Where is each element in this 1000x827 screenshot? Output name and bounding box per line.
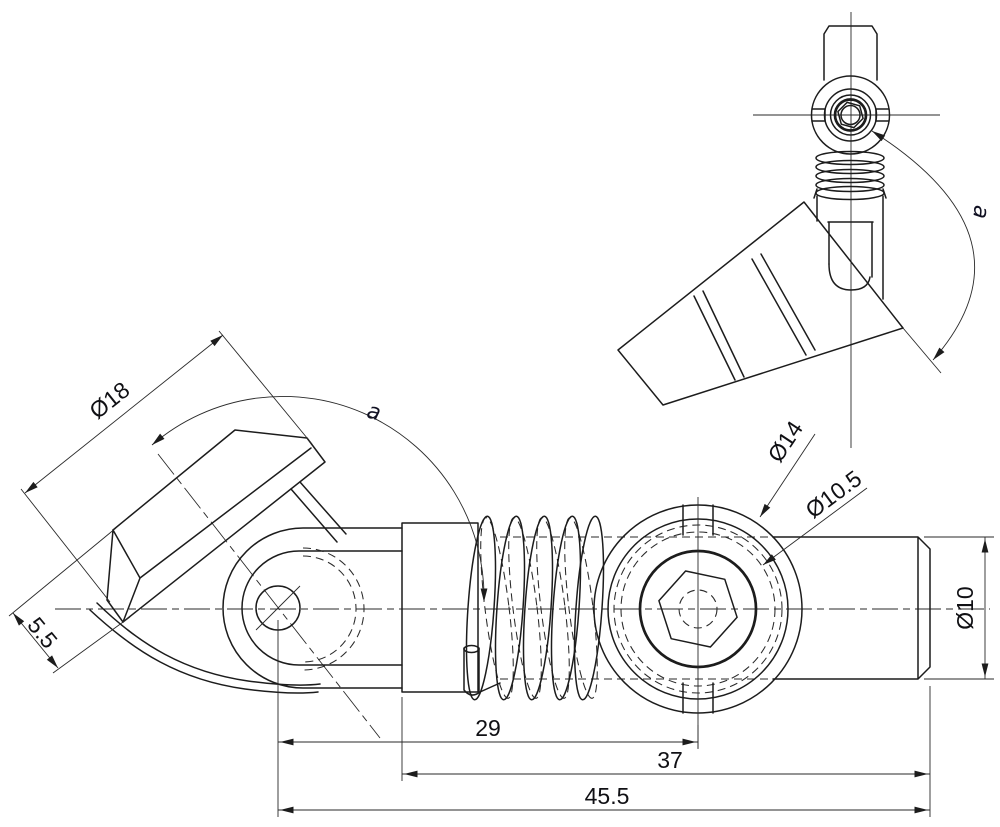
hidden-housing-arcs <box>302 547 365 671</box>
cone-ring-lines <box>693 253 816 381</box>
main-view <box>55 429 990 748</box>
hex-socket <box>837 101 864 129</box>
hidden-core-lines <box>500 536 773 680</box>
dim-seal-diameter: Ø10.5 <box>760 465 868 568</box>
orifice-circle <box>840 104 861 126</box>
thread-coils <box>813 150 887 201</box>
length-37-label: 37 <box>657 747 683 773</box>
shaft-diameter-label: Ø10 <box>952 586 978 629</box>
collar-block <box>401 522 479 693</box>
crimp-tabs <box>682 504 714 714</box>
angle-arc <box>871 130 976 361</box>
dim-length-45-5: 45.5 <box>278 686 931 817</box>
dim-length-29: 29 <box>277 620 699 817</box>
hex-socket <box>658 570 738 648</box>
shaft-cylinder <box>772 536 931 680</box>
seal-diameter-label: Ø10.5 <box>800 465 866 523</box>
spring <box>463 515 773 701</box>
cap-diameter-label: Ø18 <box>84 376 134 423</box>
crimp-tabs <box>811 108 890 122</box>
seal-circle <box>833 98 868 132</box>
angle-extension-line <box>902 327 942 374</box>
flange-outer-circle <box>810 75 891 155</box>
stem-outline <box>823 25 878 81</box>
cap-axis-centerline <box>157 453 381 739</box>
cap-strap-upper <box>290 481 347 543</box>
secondary-view: a <box>617 12 994 448</box>
cap-strap-lower <box>89 602 321 694</box>
pivot-tick <box>255 585 301 631</box>
flange-face <box>593 497 803 748</box>
spring-wire-end <box>463 644 501 696</box>
dimensions: Ø18 5.5 a Ø14 Ø10.5 <box>8 330 994 817</box>
flange-diameter-label: Ø14 <box>762 416 808 467</box>
dim-length-37: 37 <box>401 697 930 781</box>
cap <box>89 429 347 694</box>
nozzle-body <box>816 195 884 300</box>
open-angle-label: a <box>967 204 993 220</box>
dim-open-angle-main: a <box>149 395 488 603</box>
flange-inner-circle <box>829 94 872 136</box>
coupler-cone <box>617 201 904 406</box>
dim-open-angle-secondary: a <box>870 128 994 374</box>
dim-shaft-diameter: Ø10 <box>924 536 994 680</box>
pivot-housing <box>222 527 403 689</box>
cap-thickness-label: 5.5 <box>22 612 62 653</box>
dim-cap-diameter: Ø18 <box>20 330 313 603</box>
length-45-5-label: 45.5 <box>585 783 630 809</box>
open-angle-label: a <box>364 399 383 427</box>
length-29-label: 29 <box>475 715 501 741</box>
